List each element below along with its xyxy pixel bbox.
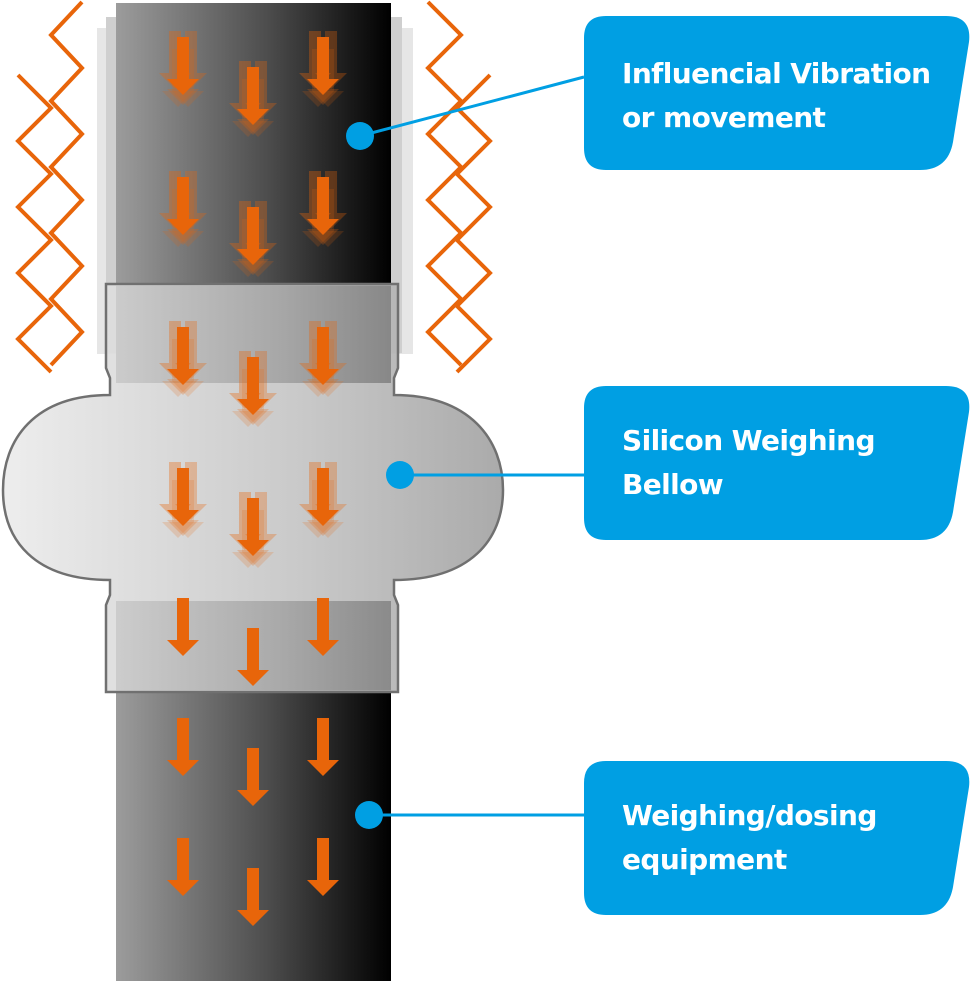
callout-bellow-line-2: Bellow: [622, 468, 724, 501]
vibration-lines: [15, 0, 493, 374]
vibration-zigzag-icon: [15, 73, 54, 374]
callout-connectors: [346, 75, 585, 829]
callout-equipment-line-1: Weighing/dosing: [622, 799, 877, 832]
connector-dot-icon: [346, 122, 374, 150]
vibration-zigzag-icon: [454, 73, 493, 374]
callout-equipment: Weighing/dosing equipment: [584, 761, 971, 917]
lower-pipe: [116, 690, 391, 981]
connector-dot-icon: [355, 801, 383, 829]
callout-bubble: [584, 16, 970, 170]
vibration-zigzag-icon: [48, 0, 85, 367]
callout-vibration-line-1: Influencial Vibration: [622, 57, 931, 90]
callout-bubble: [584, 386, 970, 540]
connector-line: [359, 75, 585, 138]
vibration-zigzag-icon: [425, 0, 464, 367]
callout-bellow: Silicon Weighing Bellow: [584, 386, 971, 542]
callout-bubble: [584, 761, 970, 915]
callout-vibration: Influencial Vibration or movement: [584, 16, 971, 172]
connector-dot-icon: [386, 461, 414, 489]
callout-equipment-line-2: equipment: [622, 843, 787, 876]
callout-vibration-line-2: or movement: [622, 101, 826, 134]
silicon-bellow: [1, 282, 505, 694]
callout-bellow-line-1: Silicon Weighing: [622, 424, 876, 457]
